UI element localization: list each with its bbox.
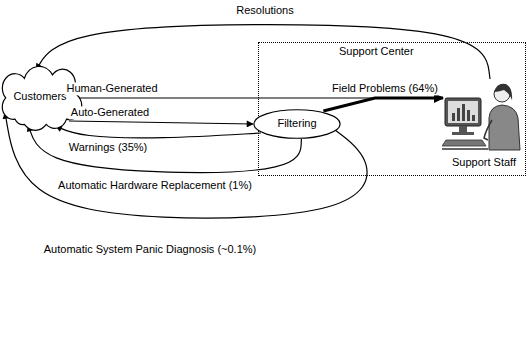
- thick-arrow: [323, 98, 443, 111]
- node-label: Support Center: [339, 45, 414, 58]
- node-label: Support Staff: [452, 156, 516, 169]
- support-staff-illustration: [442, 80, 524, 152]
- edge-label: Field Problems (64%): [330, 82, 440, 95]
- filtering-ellipse: Filtering: [253, 109, 341, 139]
- support-center-region: FilteringSupport Staff Support Center: [258, 42, 526, 176]
- edge-label: Human-Generated: [64, 82, 159, 95]
- node-label: Customers: [13, 90, 66, 103]
- flow-arrow: [5, 113, 367, 219]
- edge-label: Auto-Generated: [69, 106, 151, 119]
- support-staff: Support Staff: [443, 79, 525, 173]
- flow-arrow: [56, 126, 261, 138]
- customers-cloud: Customers: [1, 66, 79, 128]
- edge-label: Automatic System Panic Diagnosis (~0.1%): [42, 243, 258, 256]
- flow-arrow: [36, 25, 490, 79]
- edge-label: Warnings (35%): [67, 141, 149, 154]
- edge-label: Automatic Hardware Replacement (1%): [56, 179, 254, 192]
- edge-label: Resolutions: [234, 4, 295, 17]
- flow-arrow: [69, 121, 253, 124]
- node-label: Filtering: [277, 117, 316, 130]
